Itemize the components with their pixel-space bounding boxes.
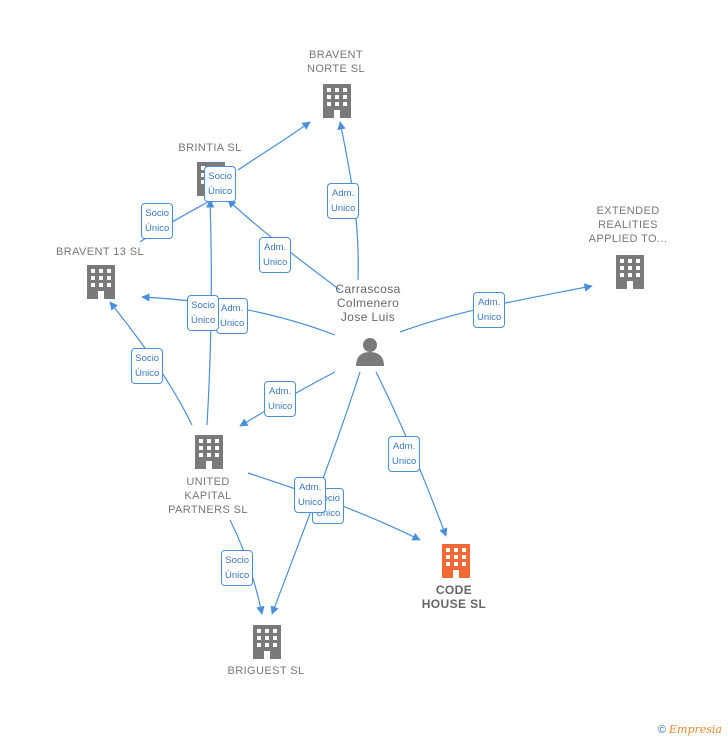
edge-label-person-bravent-norte: Adm. Unico	[327, 183, 360, 219]
edge-label-person-briguest: Adm. Unico	[294, 477, 327, 513]
node-label-briguest[interactable]: BRIGUEST SL	[227, 665, 305, 677]
edge-label-person-code-house: Adm. Unico	[388, 436, 421, 472]
edge-label-united-bravent13: Socio Único	[131, 348, 164, 384]
building-icon[interactable]	[253, 625, 281, 659]
edge-brintia-bravent-norte	[237, 121, 311, 171]
building-icon[interactable]	[323, 84, 351, 118]
brand-name: Empresia	[669, 723, 722, 736]
edge-label-person-united: Adm. Unico	[264, 381, 297, 417]
node-label-person[interactable]: Carrascosa Colmenero Jose Luis	[335, 282, 401, 324]
edge-label-brintia-bravent13: Socio Único	[141, 203, 174, 239]
node-label-code-house[interactable]: CODE HOUSE SL	[421, 583, 487, 611]
focus-building-icon[interactable]	[442, 544, 470, 578]
edge-label-person-bravent13: Adm. Unico	[216, 298, 249, 334]
person-icon[interactable]	[356, 338, 384, 366]
node-label-brintia[interactable]: BRINTIA SL	[178, 142, 242, 154]
node-label-bravent-norte[interactable]: BRAVENT NORTE SL	[306, 49, 366, 75]
node-label-united[interactable]: UNITED KAPITAL PARTNERS SL	[168, 476, 248, 516]
edge-label-person-brintia: Adm. Unico	[259, 237, 292, 273]
edge-label-brintia-self: Socio Único	[204, 166, 237, 202]
edge-label-united-briguest: Socio Único	[221, 550, 254, 586]
building-icon[interactable]	[195, 435, 223, 469]
copyright-symbol: ©	[657, 724, 666, 736]
node-label-bravent13[interactable]: BRAVENT 13 SL	[56, 246, 144, 258]
edge-label-united-brintia: Socio Único	[187, 295, 220, 331]
edge-label-person-extended: Adm. Unico	[473, 292, 506, 328]
footer-brand[interactable]: © Empresia	[658, 723, 722, 736]
building-icon[interactable]	[87, 265, 115, 299]
building-icon[interactable]	[616, 255, 644, 289]
node-label-extended[interactable]: EXTENDED REALITIES APPLIED TO...	[588, 205, 668, 245]
